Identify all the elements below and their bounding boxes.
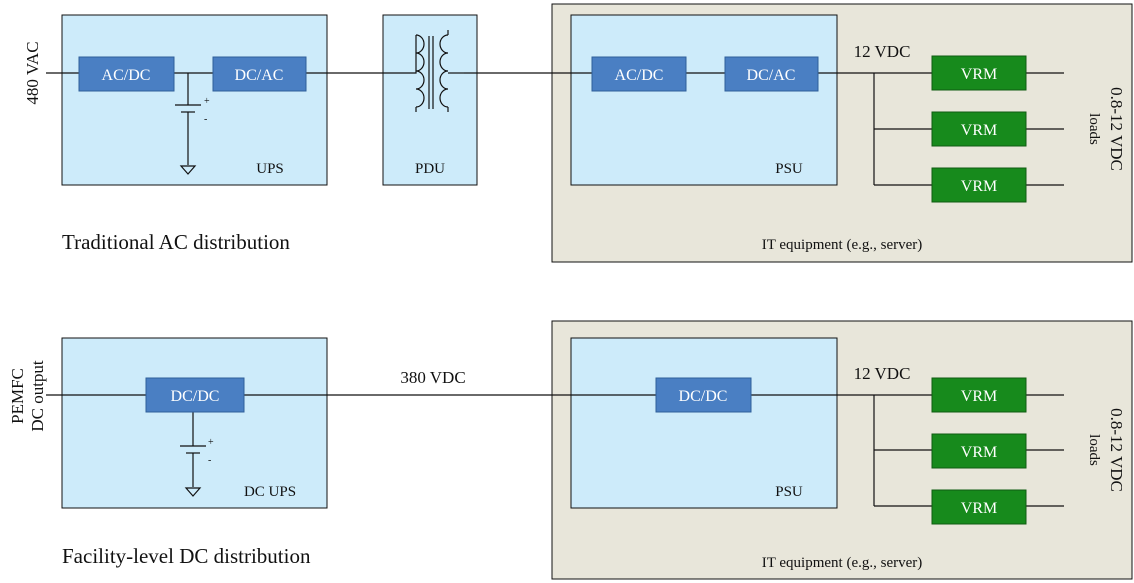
dc-vrm-3 <box>931 489 1027 525</box>
ac-psu-dcac-label: DC/AC <box>747 67 796 84</box>
dc-loads-line2: loads <box>1086 434 1102 466</box>
dc-ups-dcdc-label: DC/DC <box>171 388 220 405</box>
dc-vrm-3-label: VRM <box>961 500 997 517</box>
ac-input-label: 480 VAC <box>23 41 42 104</box>
ac-distribution-section: + - AC/DC DC/AC AC/DC DC/AC VRM VRM VRM <box>23 3 1133 263</box>
dc-caption: Facility-level DC distribution <box>62 544 311 568</box>
ac-ups-dcac-label: DC/AC <box>235 67 284 84</box>
ac-psu-label: PSU <box>775 161 803 177</box>
dc-input-line1: PEMFC <box>8 368 27 424</box>
dc-bus-label: 12 VDC <box>854 364 911 383</box>
ac-vrm-2-label: VRM <box>961 122 997 139</box>
dc-ups-dcdc-block <box>145 377 245 413</box>
dc-psu-box <box>570 337 838 509</box>
ac-loads-line1: 0.8-12 VDC <box>1107 87 1126 171</box>
ac-battery-minus: - <box>204 114 207 125</box>
ac-psu-box <box>570 14 838 186</box>
dc-equipment-label: IT equipment (e.g., server) <box>762 555 923 571</box>
dc-battery-minus: - <box>208 455 211 466</box>
dc-battery-icon <box>180 412 206 487</box>
ac-caption: Traditional AC distribution <box>62 230 290 254</box>
ac-ground-icon <box>179 165 197 175</box>
pdu-box <box>382 14 478 186</box>
dc-battery-plus: + <box>208 437 214 448</box>
dc-input-line2: DC output <box>28 360 47 432</box>
ac-ups-label: UPS <box>256 161 284 177</box>
dc-ground-icon <box>184 487 202 497</box>
ac-loads-line2: loads <box>1086 113 1102 145</box>
ac-battery-icon <box>175 73 201 165</box>
ac-vrm-2 <box>931 111 1027 147</box>
dc-psu-dcdc-block <box>655 377 752 413</box>
dc-ups-label: DC UPS <box>244 484 296 500</box>
dc-distribution-section: + - DC/DC DC/DC VRM VRM VRM PEMFC DC out… <box>8 320 1133 580</box>
ac-psu-dcac-block <box>724 56 819 92</box>
dc-vrm-1 <box>931 377 1027 413</box>
ac-ups-box <box>61 14 328 186</box>
dc-psu-dcdc-label: DC/DC <box>679 388 728 405</box>
ac-ups-acdc-block <box>78 56 175 92</box>
ac-bus-label: 12 VDC <box>854 42 911 61</box>
ac-ups-acdc-label: AC/DC <box>102 67 151 84</box>
dc-vrm-2-label: VRM <box>961 444 997 461</box>
transformer-icon <box>402 30 464 112</box>
ac-psu-acdc-label: AC/DC <box>615 67 664 84</box>
ac-vrm-1 <box>931 55 1027 91</box>
ac-vrm-3 <box>931 167 1027 203</box>
pdu-label: PDU <box>415 161 445 177</box>
dc-vrm-2 <box>931 433 1027 469</box>
dc-vrm-1-label: VRM <box>961 388 997 405</box>
ac-vrm-1-label: VRM <box>961 66 997 83</box>
ac-battery-plus: + <box>204 96 210 107</box>
ac-ups-dcac-block <box>212 56 307 92</box>
ac-equipment-label: IT equipment (e.g., server) <box>762 237 923 253</box>
ac-vrm-3-label: VRM <box>961 178 997 195</box>
dc-loads-line1: 0.8-12 VDC <box>1107 408 1126 492</box>
dc-psu-label: PSU <box>775 484 803 500</box>
ac-psu-acdc-block <box>591 56 687 92</box>
dc-ups-box <box>61 337 328 509</box>
dc-link-label: 380 VDC <box>400 368 465 387</box>
